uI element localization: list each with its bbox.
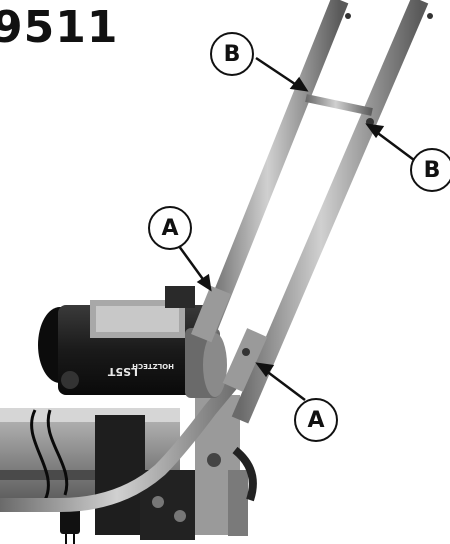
callout-a-left: A xyxy=(148,206,192,250)
motor-model-label: LS5T xyxy=(107,365,138,378)
callout-a-bottom: A xyxy=(294,398,338,442)
cross-brace xyxy=(305,94,373,116)
base-frame xyxy=(0,395,257,540)
right-handle-tube xyxy=(231,0,429,424)
motor: LS5T HOLZTECH xyxy=(38,286,227,398)
left-tube-sleeve xyxy=(191,285,231,343)
left-handle-tube xyxy=(199,0,349,334)
right-tube-sleeve xyxy=(222,328,268,392)
lower-handle-curve xyxy=(0,343,267,512)
leader-lines xyxy=(174,56,415,401)
model-number-title: 9511 xyxy=(0,2,119,53)
callout-b-right: B xyxy=(410,148,450,192)
motor-brand-label: HOLZTECH xyxy=(132,362,174,370)
callout-b-top: B xyxy=(210,32,254,76)
